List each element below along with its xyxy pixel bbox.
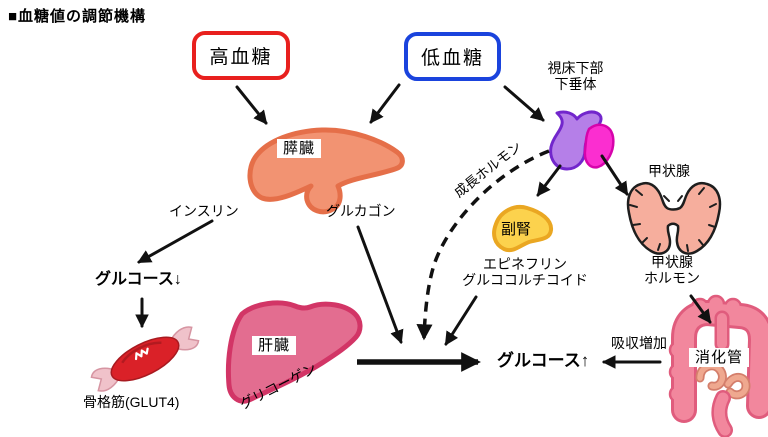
- pituitary-line: 下垂体: [554, 76, 597, 93]
- thyroid-hormone-line2: ホルモン: [644, 270, 700, 287]
- glucagon-label: グルカゴン: [326, 203, 396, 219]
- arrow-hypo-to-pituitary: [503, 85, 545, 122]
- thyroid-hormone-label: 甲状腺 ホルモン: [632, 254, 712, 286]
- arrow-growth-hormone-dashed: [416, 149, 550, 341]
- arrow-pituitary-to-adrenal: [536, 164, 562, 197]
- insulin-label: インスリン: [169, 203, 239, 219]
- hypoglycemia-label: 低血糖: [420, 48, 484, 69]
- arrow-glucagon-to-hub: [356, 225, 404, 344]
- hypothalamus-line: 視床下部: [547, 60, 604, 76]
- epinephrine-line: エピネフリン: [483, 256, 567, 272]
- epinephrine-glucocorticoid-label: エピネフリン グルココルチコイド: [455, 256, 595, 288]
- thyroid-hormone-line1: 甲状腺: [651, 254, 693, 270]
- page-title: ■血糖値の調節機構: [8, 8, 147, 25]
- intestine-icon: [668, 294, 768, 437]
- adrenal-icon: [492, 205, 554, 253]
- liver-label: 肝臓: [252, 336, 297, 356]
- arrow-insulin: [137, 219, 214, 264]
- pituitary-icon: [549, 110, 615, 171]
- adrenal-label: 副腎: [501, 221, 532, 238]
- pancreas-label: 膵臓: [277, 139, 322, 159]
- arrow-hyper-to-pancreas: [235, 85, 268, 125]
- hyperglycemia-box: 高血糖: [192, 31, 290, 80]
- skeletal-muscle-label: 骨格筋(GLUT4): [83, 394, 180, 410]
- thyroid-icon: [626, 181, 722, 255]
- glucose-down-label: グルコース↓: [95, 271, 182, 288]
- hypothalamus-pituitary-label: 視床下部 下垂体: [538, 60, 613, 92]
- arrow-pituitary-to-thyroid: [600, 154, 629, 196]
- digestive-tract-label: 消化管: [689, 348, 750, 368]
- absorption-increase-label: 吸収増加: [611, 335, 667, 351]
- arrow-thyroid-hormone-to-intestine: [689, 294, 712, 324]
- thyroid-label: 甲状腺: [648, 163, 690, 179]
- hyperglycemia-label: 高血糖: [209, 47, 273, 68]
- arrow-epinephrine-to-hub: [444, 295, 478, 346]
- muscle-icon: [90, 326, 200, 392]
- hypoglycemia-box: 低血糖: [404, 32, 501, 81]
- glucocorticoid-line: グルココルチコイド: [462, 272, 588, 289]
- arrow-hypo-to-pancreas: [369, 83, 401, 124]
- pancreas-icon: [247, 127, 405, 215]
- glucose-up-label: グルコース↑: [497, 351, 590, 370]
